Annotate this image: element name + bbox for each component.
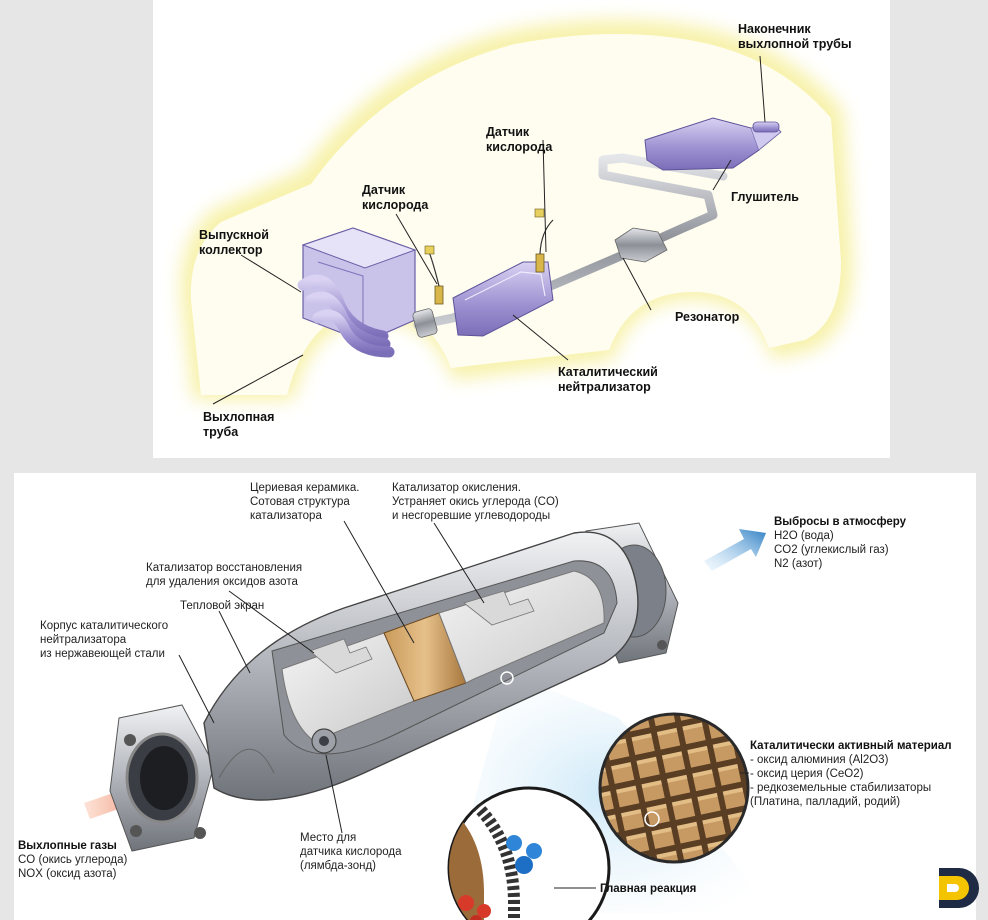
emissions-item: H2O (вода) [774,530,834,542]
label-ceria-ceramic: Цериевая керамика. Сотовая структура кат… [250,482,360,522]
active-material-item: - оксид церия (CeO2) [750,768,864,780]
catalytic-converter-cutaway [84,520,774,920]
label-oxygen-sensor-rear: Датчик кислорода [486,125,553,154]
inlet-flange [109,704,215,852]
label-housing: Корпус каталитического нейтрализатора из… [40,620,169,660]
resonator-top [614,227,668,263]
brand-logo-icon [939,868,979,908]
exhaust-gases-item: NOX (оксид азота) [18,868,117,880]
emissions-item: N2 (азот) [774,558,823,570]
muffler-top [644,117,782,171]
exhaust-manifold [297,274,395,358]
active-material-block: Каталитически активный материал - оксид … [750,739,952,809]
label-exhaust-manifold: Выпускной коллектор [199,228,269,257]
outlet-arrow [704,529,766,571]
honeycomb-zoom [598,712,750,864]
oxygen-sensor-front-icon [424,245,444,305]
exhaust-gases-title: Выхлопные газы [18,840,117,852]
emissions-block: Выбросы в атмосферу H2O (вода) CO2 (угле… [774,515,906,571]
label-resonator: Резонатор [675,310,740,324]
label-reduction-catalyst: Катализатор восстановления для удаления … [146,562,303,588]
exhaust-system-illustration [180,20,854,405]
oxygen-sensor-rear-icon [534,208,554,273]
label-sensor-place: Место для датчика кислорода (лямбда-зонд… [300,832,402,872]
active-material-item: - оксид алюминия (Al2O3) [750,754,889,766]
label-oxidation-catalyst: Катализатор окисления. Устраняет окись у… [392,482,559,522]
label-catalytic-converter: Каталитический нейтрализатор [558,365,658,394]
active-material-item: (Платина, палладий, родий) [750,796,901,808]
exhaust-gases-block: Выхлопные газы CO (окись углерода) NOX (… [18,839,127,881]
catalytic-converter-top [452,261,554,337]
emissions-item: CO2 (углекислый газ) [774,544,889,556]
label-main-reaction: Главная реакция [600,883,697,895]
exhaust-system-panel: Наконечник выхлопной трубы Датчик кислор… [153,0,890,458]
oxidation-catalyst-block [438,570,605,684]
label-heat-shield: Тепловой экран [180,600,265,612]
active-material-item: - редкоземельные стабилизаторы [750,782,932,794]
exhaust-gases-item: CO (окись углерода) [18,854,128,866]
catalytic-converter-panel: Цериевая керамика. Сотовая структура кат… [14,473,976,920]
active-material-title: Каталитически активный материал [750,740,952,752]
label-oxygen-sensor-front: Датчик кислорода [362,183,429,212]
label-tailpipe-tip: Наконечник выхлопной трубы [738,22,852,51]
label-muffler: Глушитель [731,190,799,204]
label-exhaust-pipe: Выхлопная труба [203,410,275,439]
reduction-catalyst-block [281,632,415,742]
emissions-title: Выбросы в атмосферу [774,516,907,528]
